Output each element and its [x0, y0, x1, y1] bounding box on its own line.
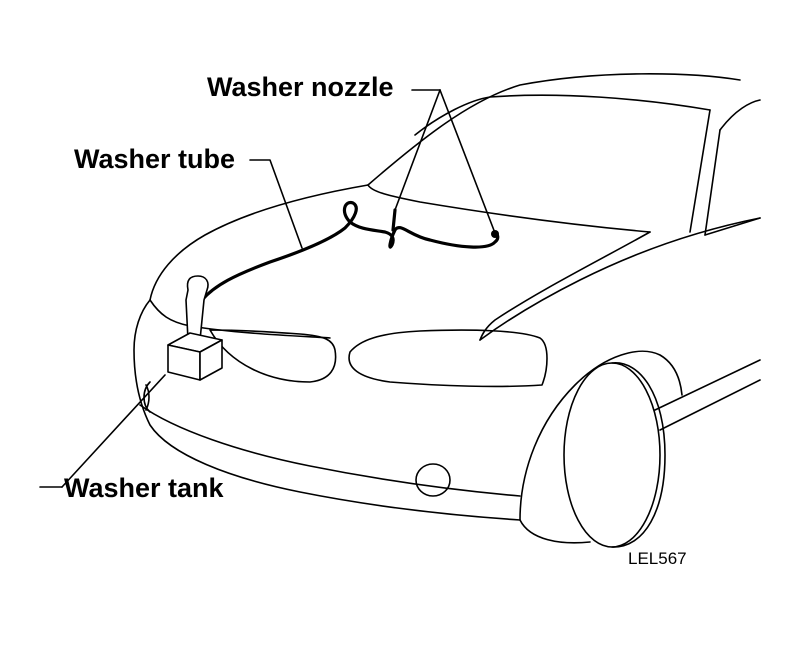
washer-tank [167, 275, 223, 381]
washer-nozzle-right [491, 230, 499, 238]
leader-lines [39, 89, 496, 488]
washer-nozzle-left [391, 208, 397, 232]
washer-nozzle-label: Washer nozzle [207, 72, 394, 102]
headlights [209, 329, 548, 388]
washer-tube [200, 200, 500, 302]
washer-tube-label: Washer tube [74, 144, 236, 174]
car-body [133, 73, 761, 521]
figure-code: LEL567 [628, 549, 687, 568]
front-wheel [519, 362, 666, 548]
washer-tank-label: Washer tank [64, 473, 224, 503]
fog-lamp [415, 463, 451, 497]
